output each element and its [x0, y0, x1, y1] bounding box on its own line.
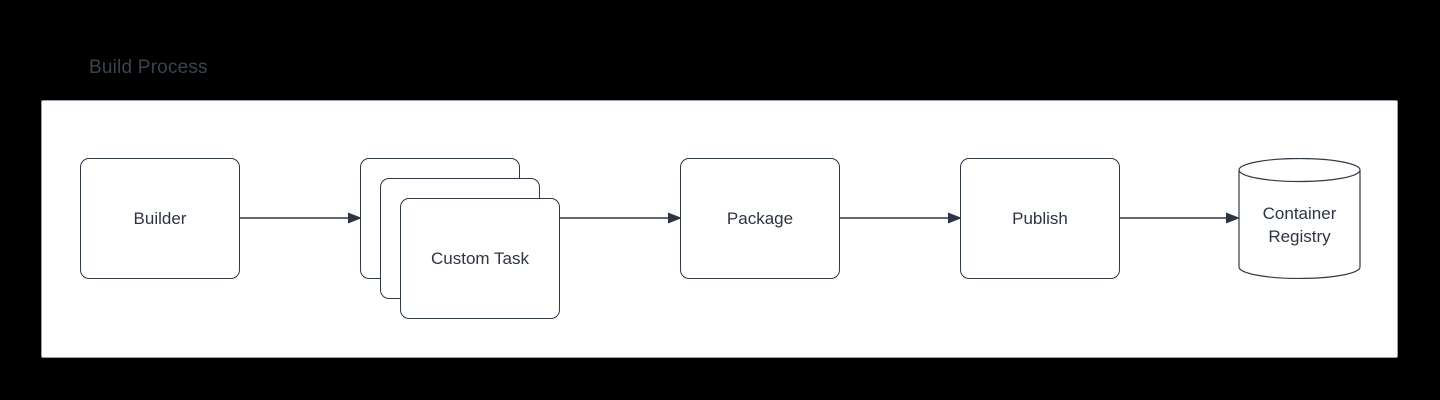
node-builder-label: Builder [133, 208, 187, 228]
node-container-registry[interactable]: Container Registry [1238, 158, 1361, 279]
node-package-label: Package [726, 208, 794, 228]
database-cylinder-icon [1238, 158, 1361, 279]
node-publish[interactable]: Publish [960, 158, 1120, 279]
connector-publish-to-registry [1120, 211, 1240, 225]
connector-custom-task-to-package [560, 211, 682, 225]
node-custom-task[interactable]: Custom Task [400, 198, 560, 319]
node-container-registry-label: Container Registry [1238, 158, 1361, 279]
connector-package-to-publish [840, 211, 962, 225]
connector-builder-to-custom-task [240, 211, 362, 225]
node-container-registry-label-line1: Container [1262, 203, 1337, 223]
node-custom-task-label: Custom Task [431, 248, 529, 268]
diagram-title: Build Process [89, 57, 208, 78]
node-container-registry-label-line2: Registry [1268, 226, 1331, 246]
node-package[interactable]: Package [680, 158, 840, 279]
node-builder[interactable]: Builder [80, 158, 240, 279]
node-publish-label: Publish [1012, 208, 1068, 228]
